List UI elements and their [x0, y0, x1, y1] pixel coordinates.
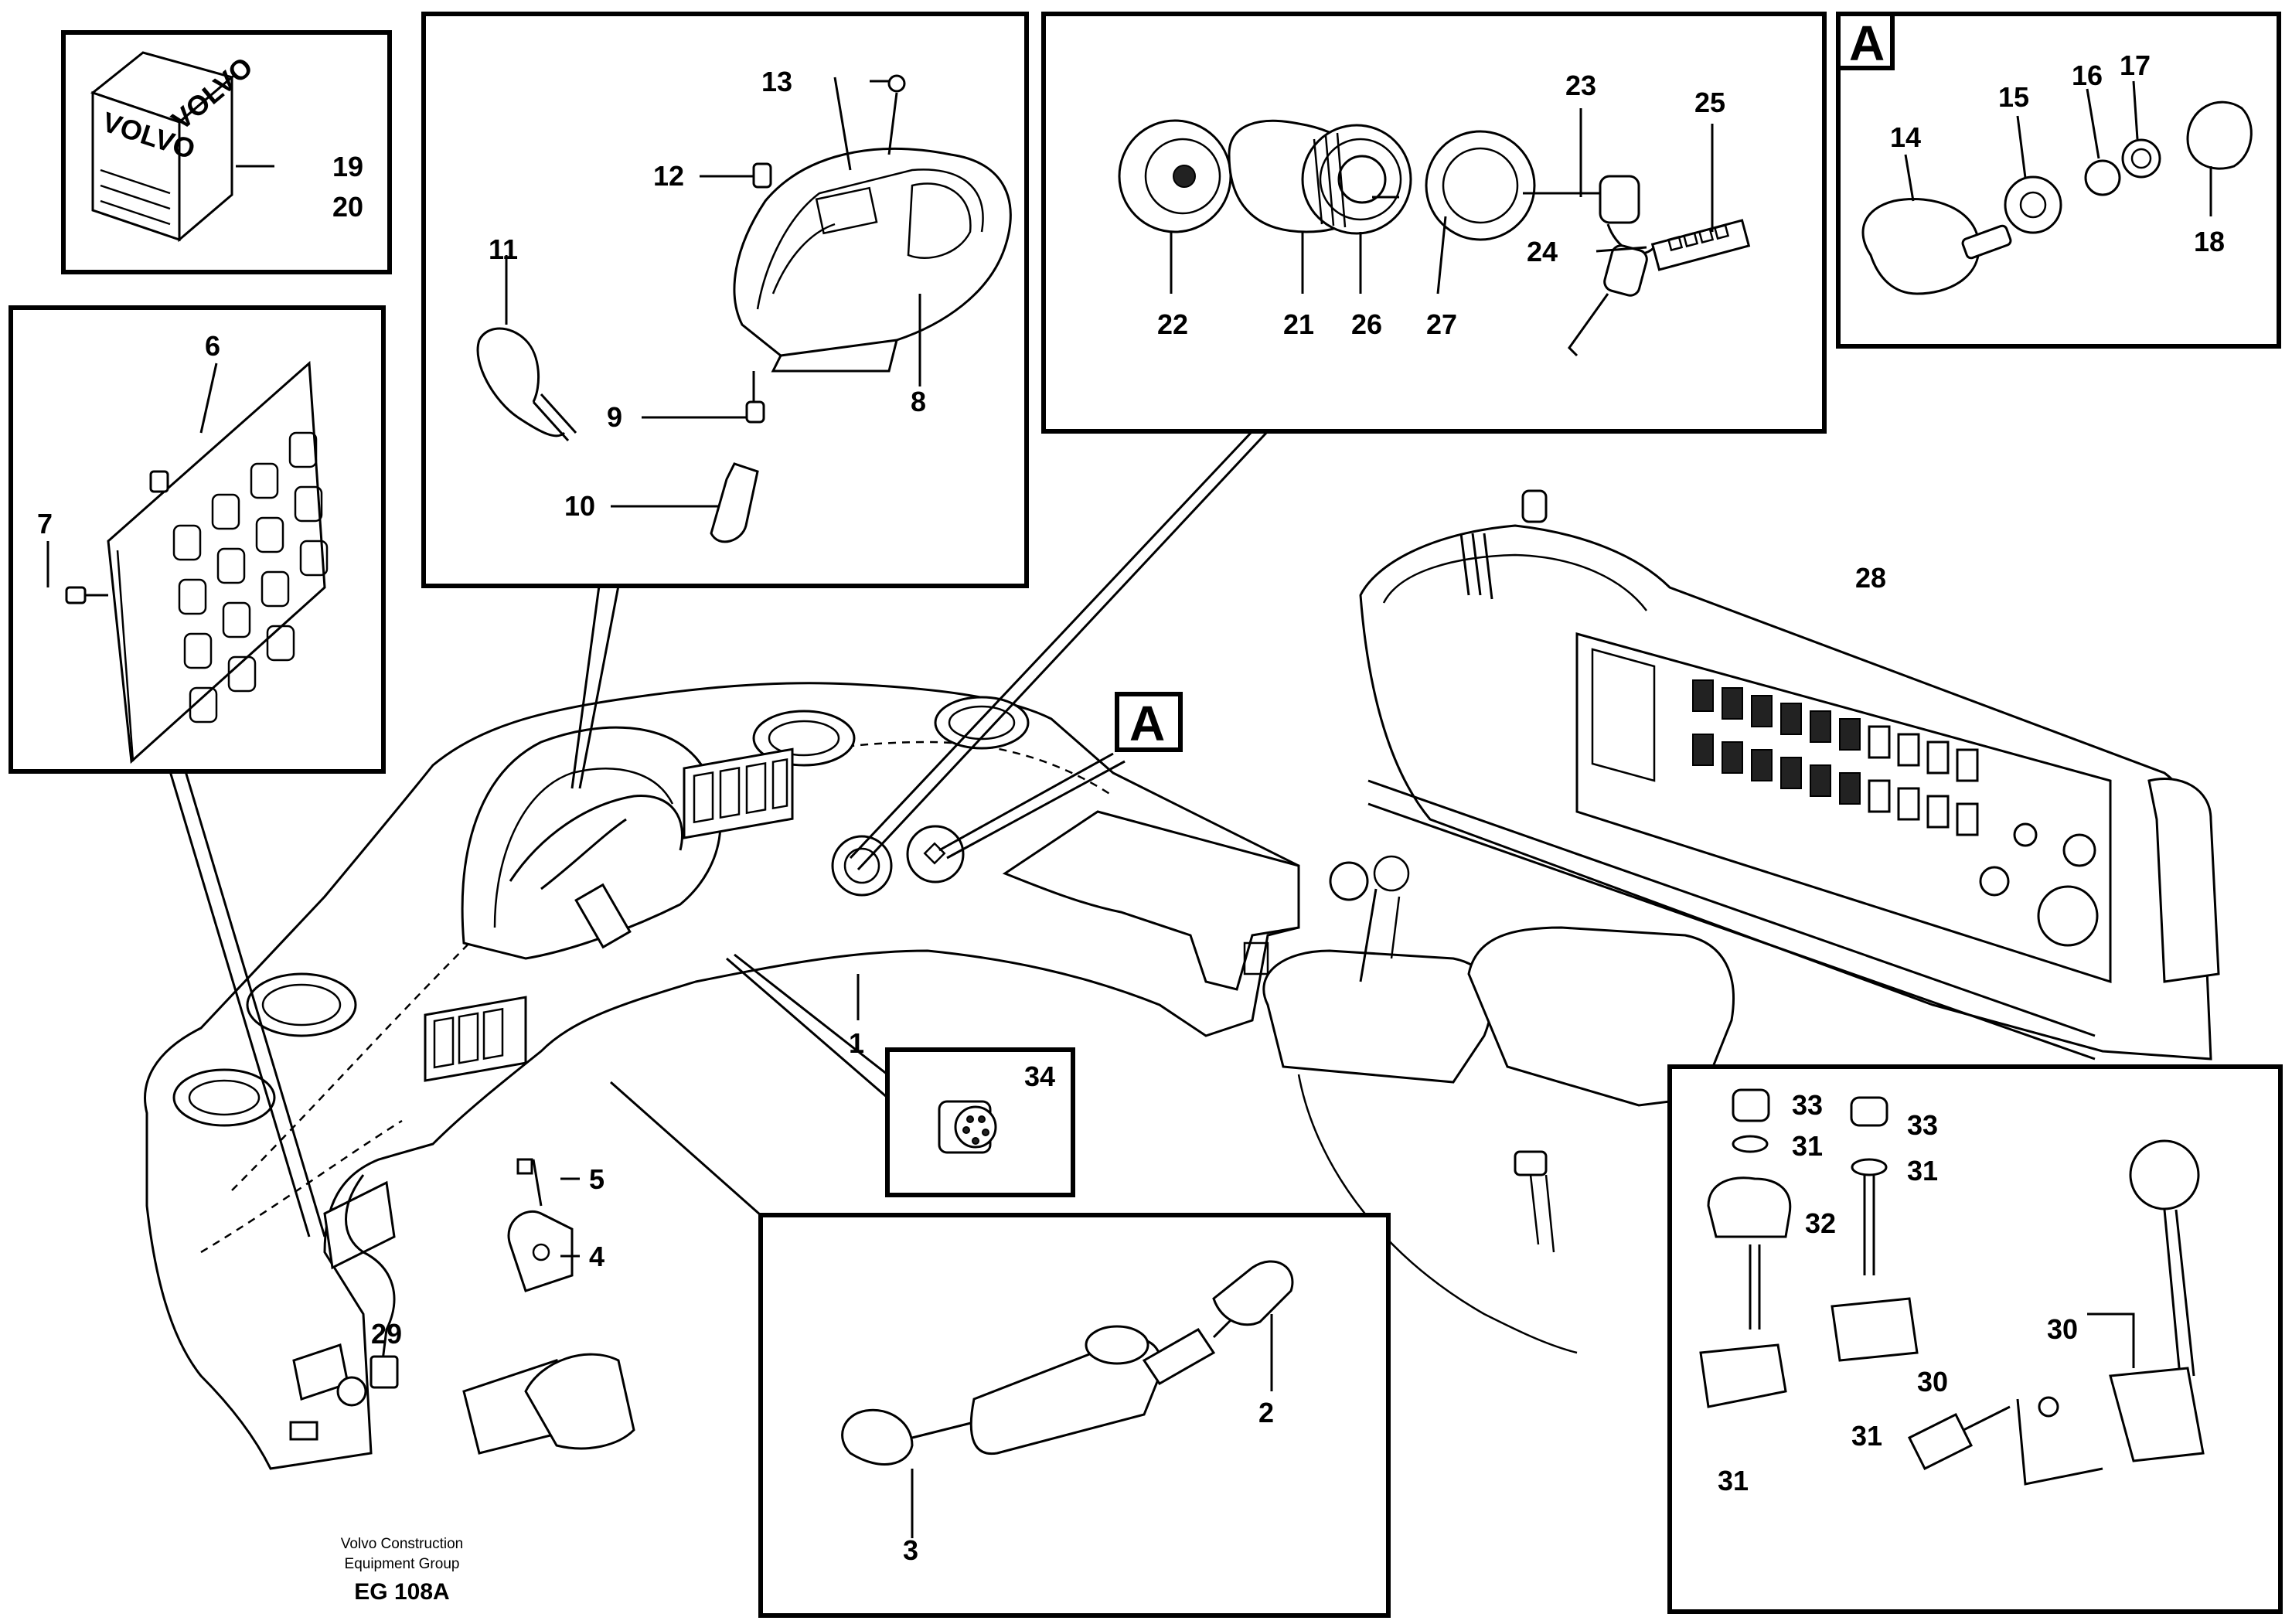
callout-20: 20: [332, 191, 363, 223]
callout-7: 7: [37, 508, 53, 540]
callout-29: 29: [371, 1318, 402, 1350]
inset-box-ignition: [1041, 12, 1827, 434]
callout-21: 21: [1283, 308, 1314, 340]
callout-labels: 19 20 6 7 13 12 11 9 8 10 23 25 24 22 21…: [37, 15, 2225, 1566]
inset-box-stalk-switch: [758, 1213, 1391, 1618]
company-line-1: Volvo Construction: [340, 1536, 464, 1552]
drawing-id: EG 108A: [354, 1579, 450, 1605]
dashboard-a-marker: A: [1129, 696, 1165, 751]
callout-5: 5: [589, 1163, 605, 1195]
rocker-switch-bank-upper: [683, 747, 794, 839]
callout-31c: 31: [1851, 1420, 1882, 1452]
callout-34: 34: [1024, 1061, 1055, 1092]
callout-pointers: [169, 430, 1269, 1238]
detail-a-marker: A: [1849, 15, 1885, 71]
callout-25: 25: [1694, 87, 1725, 118]
callout-4: 4: [589, 1241, 605, 1272]
callout-9: 9: [607, 401, 622, 433]
rocker-switch-bank-lower: [424, 996, 527, 1082]
callout-23: 23: [1565, 70, 1596, 101]
callout-2: 2: [1258, 1397, 1274, 1428]
inset-box-instrument-cluster: [421, 12, 1029, 588]
callout-32: 32: [1805, 1207, 1836, 1239]
cab-console-drawing: [1262, 489, 2220, 1354]
callout-26: 26: [1351, 308, 1382, 340]
inset-box-connector: [885, 1047, 1075, 1197]
callout-27: 27: [1426, 308, 1457, 340]
callout-31b: 31: [1907, 1155, 1938, 1187]
loose-parts: [462, 1158, 635, 1455]
company-name: Volvo Construction Equipment Group: [286, 1534, 518, 1575]
callout-13: 13: [761, 66, 792, 97]
callout-11: 11: [489, 233, 518, 265]
callout-30b: 30: [1917, 1366, 1948, 1398]
callout-28: 28: [1855, 562, 1886, 594]
inset-box-pilot-controls: [1667, 1064, 2283, 1614]
callout-31a: 31: [1792, 1130, 1823, 1162]
callout-3: 3: [903, 1534, 918, 1566]
company-line-2: Equipment Group: [344, 1556, 460, 1572]
callout-10: 10: [564, 490, 595, 522]
callout-33b: 33: [1907, 1109, 1938, 1141]
callout-14: 14: [1890, 121, 1921, 153]
callout-19: 19: [332, 151, 363, 182]
callout-22: 22: [1157, 308, 1188, 340]
inset-box-keypad: [9, 305, 386, 774]
callout-15: 15: [1998, 81, 2029, 113]
callout-12: 12: [653, 160, 684, 192]
dashboard-panel-drawing: [144, 682, 1300, 1470]
callout-6: 6: [205, 330, 220, 362]
callout-16: 16: [2072, 60, 2103, 91]
inset-box-detail-a: [1836, 12, 2281, 349]
callout-8: 8: [911, 386, 926, 417]
key-tag-squares: [1667, 223, 1730, 252]
keypad-buttons: [172, 431, 329, 723]
callout-33a: 33: [1792, 1089, 1823, 1121]
callout-1: 1: [849, 1027, 864, 1059]
callout-31d: 31: [1718, 1465, 1749, 1496]
callout-30a: 30: [2047, 1313, 2078, 1345]
callout-24: 24: [1527, 236, 1558, 267]
inset-box-volvo-kit: VOLVO VOLVO: [61, 30, 392, 274]
callout-18: 18: [2194, 226, 2225, 257]
callout-17: 17: [2120, 49, 2151, 81]
switch-grid: [1692, 679, 1979, 836]
